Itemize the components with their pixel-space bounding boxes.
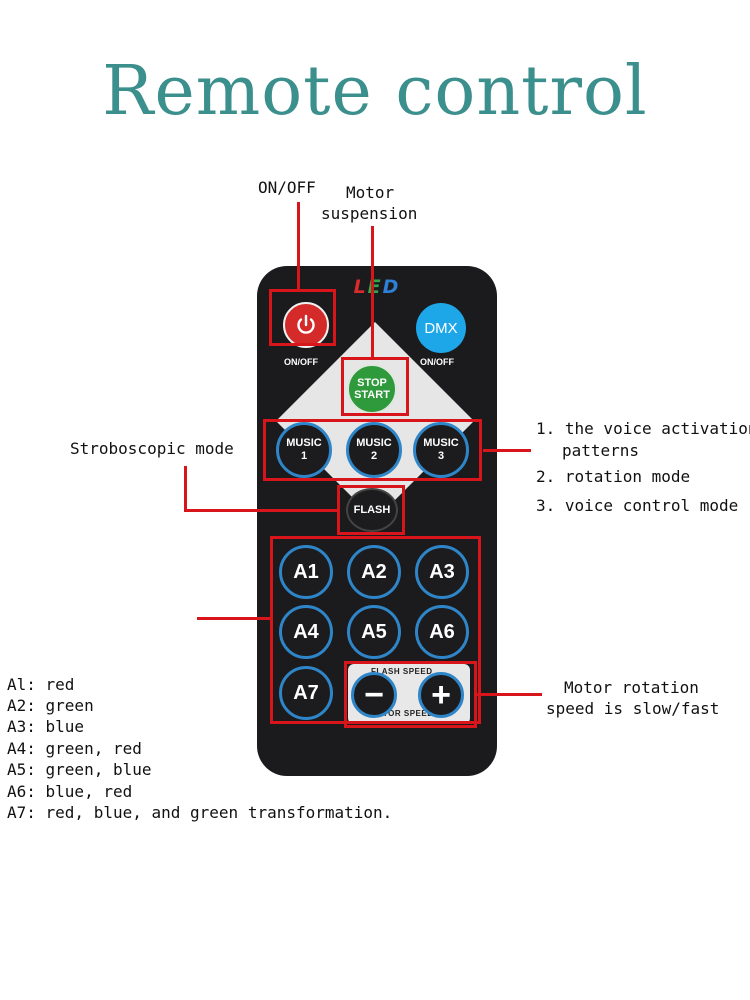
callout-strobe: Stroboscopic mode xyxy=(70,439,234,458)
callout-motor-line2: suspension xyxy=(321,204,418,223)
callout-music-1b: patterns xyxy=(562,441,640,460)
callout-music-1: 1. the voice activation xyxy=(536,419,750,438)
callout-on-off: ON/OFF xyxy=(258,178,316,197)
minus-button[interactable]: − xyxy=(351,672,397,718)
highlight-music xyxy=(263,419,482,481)
a5-button[interactable]: A5 xyxy=(347,605,401,659)
highlight-a-buttons xyxy=(270,536,481,724)
callout-music-2: 2. rotation mode xyxy=(536,467,691,486)
legend-line-2: A2: green xyxy=(7,696,94,715)
callout-motor-rotation-1: Motor rotation xyxy=(564,678,699,697)
flash-speed-label: FLASH SPEED xyxy=(371,667,433,676)
a3-button[interactable]: A3 xyxy=(415,545,469,599)
highlight-flash xyxy=(337,485,405,535)
line-music xyxy=(483,449,531,452)
legend-line-5: A5: green, blue xyxy=(7,760,152,779)
highlight-stop-start xyxy=(341,357,409,416)
page-title: Remote control xyxy=(102,52,648,131)
a4-button[interactable]: A4 xyxy=(279,605,333,659)
highlight-speed xyxy=(344,661,477,728)
motor-speed-label: MOTOR SPEED xyxy=(369,709,434,718)
legend-line-6: A6: blue, red xyxy=(7,782,133,801)
line-on-off xyxy=(297,202,300,291)
legend-line-7: A7: red, blue, and green transformation. xyxy=(7,803,393,822)
a2-button[interactable]: A2 xyxy=(347,545,401,599)
callout-motor-rotation-2: speed is slow/fast xyxy=(546,699,720,718)
legend-line-4: A4: green, red xyxy=(7,739,142,758)
flash-button[interactable]: FLASH xyxy=(346,488,398,532)
line-strobe-vert xyxy=(184,466,187,511)
line-motor-suspension xyxy=(371,226,374,360)
legend-line-1: Al: red xyxy=(7,675,75,694)
power-label: ON/OFF xyxy=(284,357,318,367)
line-strobe-horz xyxy=(184,509,338,512)
line-a-buttons xyxy=(197,617,271,620)
dmx-label: ON/OFF xyxy=(420,357,454,367)
highlight-power xyxy=(269,289,336,346)
power-icon xyxy=(297,314,315,334)
a1-button[interactable]: A1 xyxy=(279,545,333,599)
led-logo: LED xyxy=(353,276,401,298)
line-speed xyxy=(477,693,542,696)
callout-motor-line1: Motor xyxy=(346,183,395,202)
a7-button[interactable]: A7 xyxy=(279,666,333,720)
legend-line-3: A3: blue xyxy=(7,717,85,736)
power-button[interactable] xyxy=(283,302,329,348)
dmx-button[interactable]: DMX xyxy=(416,303,466,353)
plus-button[interactable]: + xyxy=(418,672,464,718)
callout-music-3: 3. voice control mode xyxy=(536,496,739,515)
a6-button[interactable]: A6 xyxy=(415,605,469,659)
